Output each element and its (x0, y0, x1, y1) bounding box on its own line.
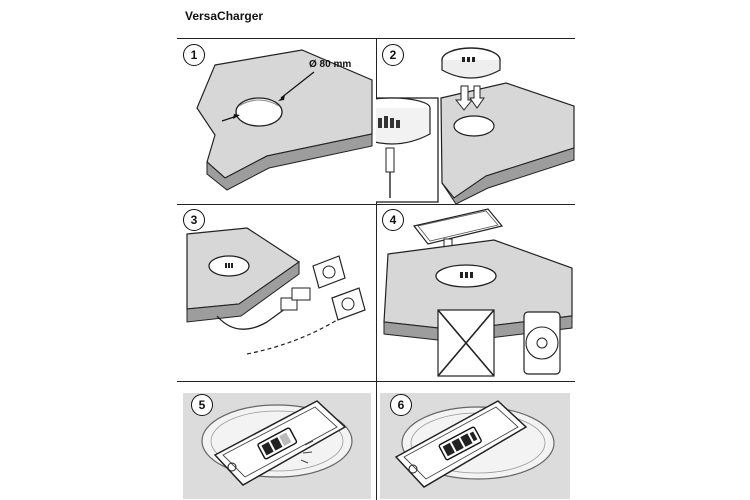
step-2-illustration (376, 47, 575, 204)
divider-col-row2 (376, 204, 377, 381)
divider-col-row3 (376, 381, 377, 500)
step-4-illustration (383, 208, 573, 377)
step-2-panel: 2 (376, 38, 575, 204)
step-number: 6 (390, 394, 412, 416)
document-title: VersaCharger (185, 9, 264, 23)
step-6-illustration (380, 393, 570, 499)
step-3-panel: 3 (177, 204, 376, 381)
step-1-illustration (196, 49, 373, 191)
step-number: 1 (183, 44, 205, 66)
step-5-panel: 5 (177, 381, 376, 500)
step-number: 2 (382, 44, 404, 66)
step-4-panel: 4 (376, 204, 575, 381)
instruction-sheet: VersaCharger 1 Ø 80 mm (177, 0, 575, 500)
step-number: 3 (183, 209, 205, 231)
step-3-illustration (186, 227, 366, 355)
step-5-illustration (183, 393, 371, 499)
diameter-label: Ø 80 mm (309, 59, 352, 70)
step-6-panel: 6 (376, 381, 575, 500)
step-1-panel: 1 Ø 80 mm (177, 38, 376, 204)
step-number: 4 (382, 209, 404, 231)
step-number: 5 (191, 394, 213, 416)
